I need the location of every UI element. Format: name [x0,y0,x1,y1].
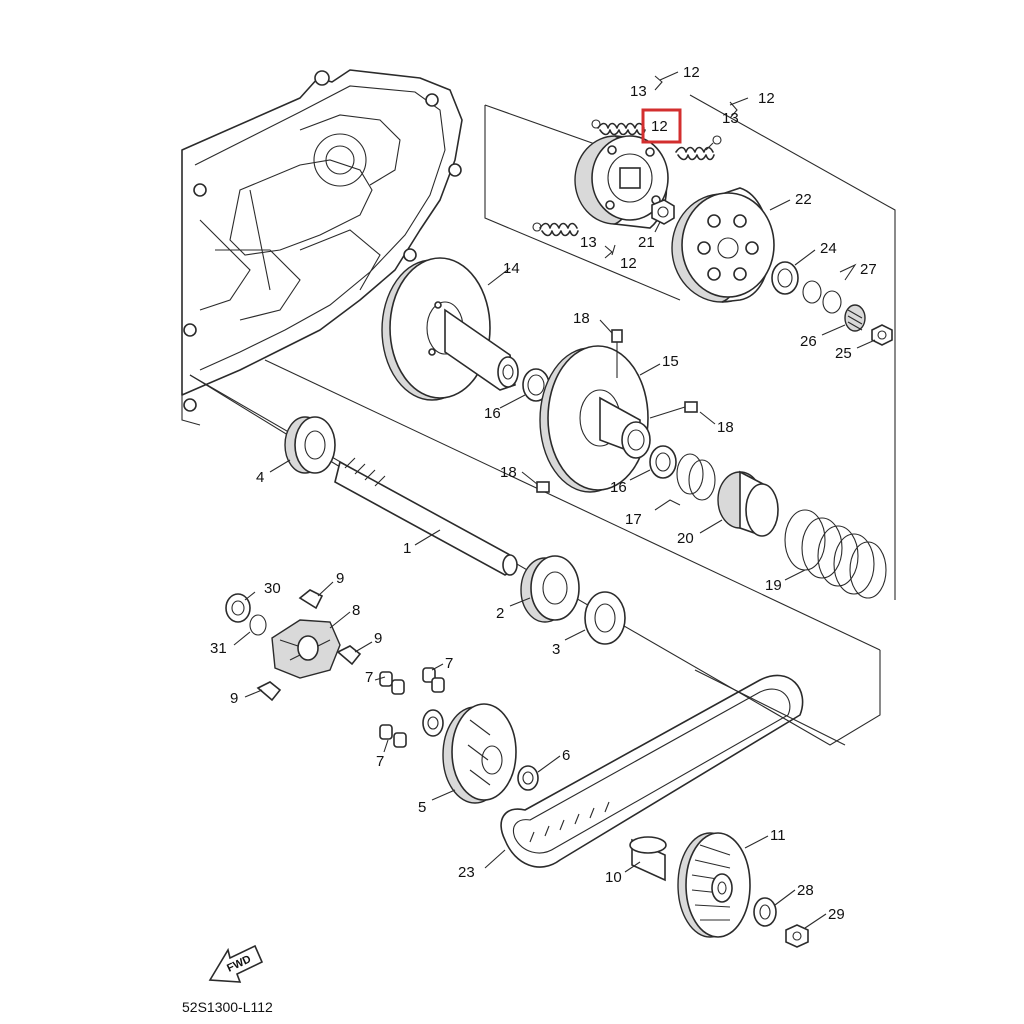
oil-seal-16a [522,368,550,402]
label-18: 18 [717,419,734,436]
label-11: 11 [770,827,786,844]
label-19: 19 [765,577,782,594]
label-4: 4 [256,469,264,486]
screw-18-right [649,401,698,419]
spring-lower-left [532,222,579,237]
label-12: 12 [620,255,637,272]
label-18: 18 [500,464,517,481]
label-12: 12 [683,64,700,81]
label-31: 31 [210,640,227,657]
label-16: 16 [484,405,501,422]
label-20: 20 [677,530,694,547]
label-10: 10 [605,869,622,886]
o-ring-17 [676,453,716,501]
leader-lines [233,71,876,929]
assembly-outlines [189,94,896,746]
collar-small [422,709,444,737]
nut-21 [651,199,675,225]
cam-8 [271,619,341,679]
label-8: 8 [352,602,360,619]
forward-arrow-icon: FWD [208,944,264,983]
label-7: 7 [376,753,384,770]
label-29: 29 [828,906,845,923]
oil-seal-3 [584,591,626,645]
washer-28 [753,897,777,927]
o-ring-27 [802,280,842,314]
label-28: 28 [797,882,814,899]
clutch-carrier [574,135,669,229]
collar-10 [629,836,667,882]
label-16: 16 [610,479,627,496]
label-1: 1 [403,540,411,557]
label-22: 22 [795,191,812,208]
label-5: 5 [418,799,426,816]
label-12: 12 [758,90,775,107]
label-9: 9 [336,570,344,587]
crankcase-cover [181,69,463,426]
callout-labels: 12 13 12 13 12 13 12 21 22 24 27 26 25 1… [210,64,877,923]
bearing-4 [284,416,336,474]
label-27: 27 [860,261,877,278]
label-24: 24 [820,240,837,257]
bearing-2 [520,555,580,623]
fixed-sheave [539,345,651,493]
label-7: 7 [365,669,373,686]
label-9: 9 [230,690,238,707]
sliding-sheave [381,257,519,401]
slider-9 [256,589,362,702]
screw-18-lower [536,481,550,493]
label-26: 26 [800,333,817,350]
label-15: 15 [662,353,679,370]
washer-30 [225,593,251,623]
primary-sheave-5 [442,703,517,804]
collar-26 [844,304,866,332]
label-30: 30 [264,580,281,597]
o-ring-31 [249,614,267,636]
bearing-24 [771,261,799,295]
label-25: 25 [835,345,852,362]
spring-top-right [675,135,722,161]
label-23: 23 [458,864,475,881]
nut-25 [871,324,893,346]
label-13: 13 [580,234,597,251]
label-7: 7 [445,655,453,672]
clutch-housing [671,187,775,303]
spring-top-left [591,119,646,136]
v-belt-23 [500,674,804,868]
label-17: 17 [625,511,642,528]
label-9: 9 [374,630,382,647]
label-14: 14 [503,260,520,277]
screw-18-top [611,329,623,378]
label-6: 6 [562,747,570,764]
label-18: 18 [573,310,590,327]
guide-20 [717,470,779,537]
fan-sheave-11 [677,832,751,938]
label-12-highlighted: 12 [651,118,668,135]
label-13: 13 [722,110,739,127]
label-13: 13 [630,83,647,100]
oil-seal-16b [649,445,677,479]
nut-29 [785,924,809,948]
label-3: 3 [552,641,560,658]
highlight-box [641,108,682,144]
washer-6 [517,765,539,791]
label-2: 2 [496,605,504,622]
label-21: 21 [638,234,655,251]
diagram-code: 52S1300-L112 [182,999,273,1015]
drive-shaft [334,457,518,576]
compression-spring-19 [784,509,887,599]
clutch-springs [532,119,722,237]
